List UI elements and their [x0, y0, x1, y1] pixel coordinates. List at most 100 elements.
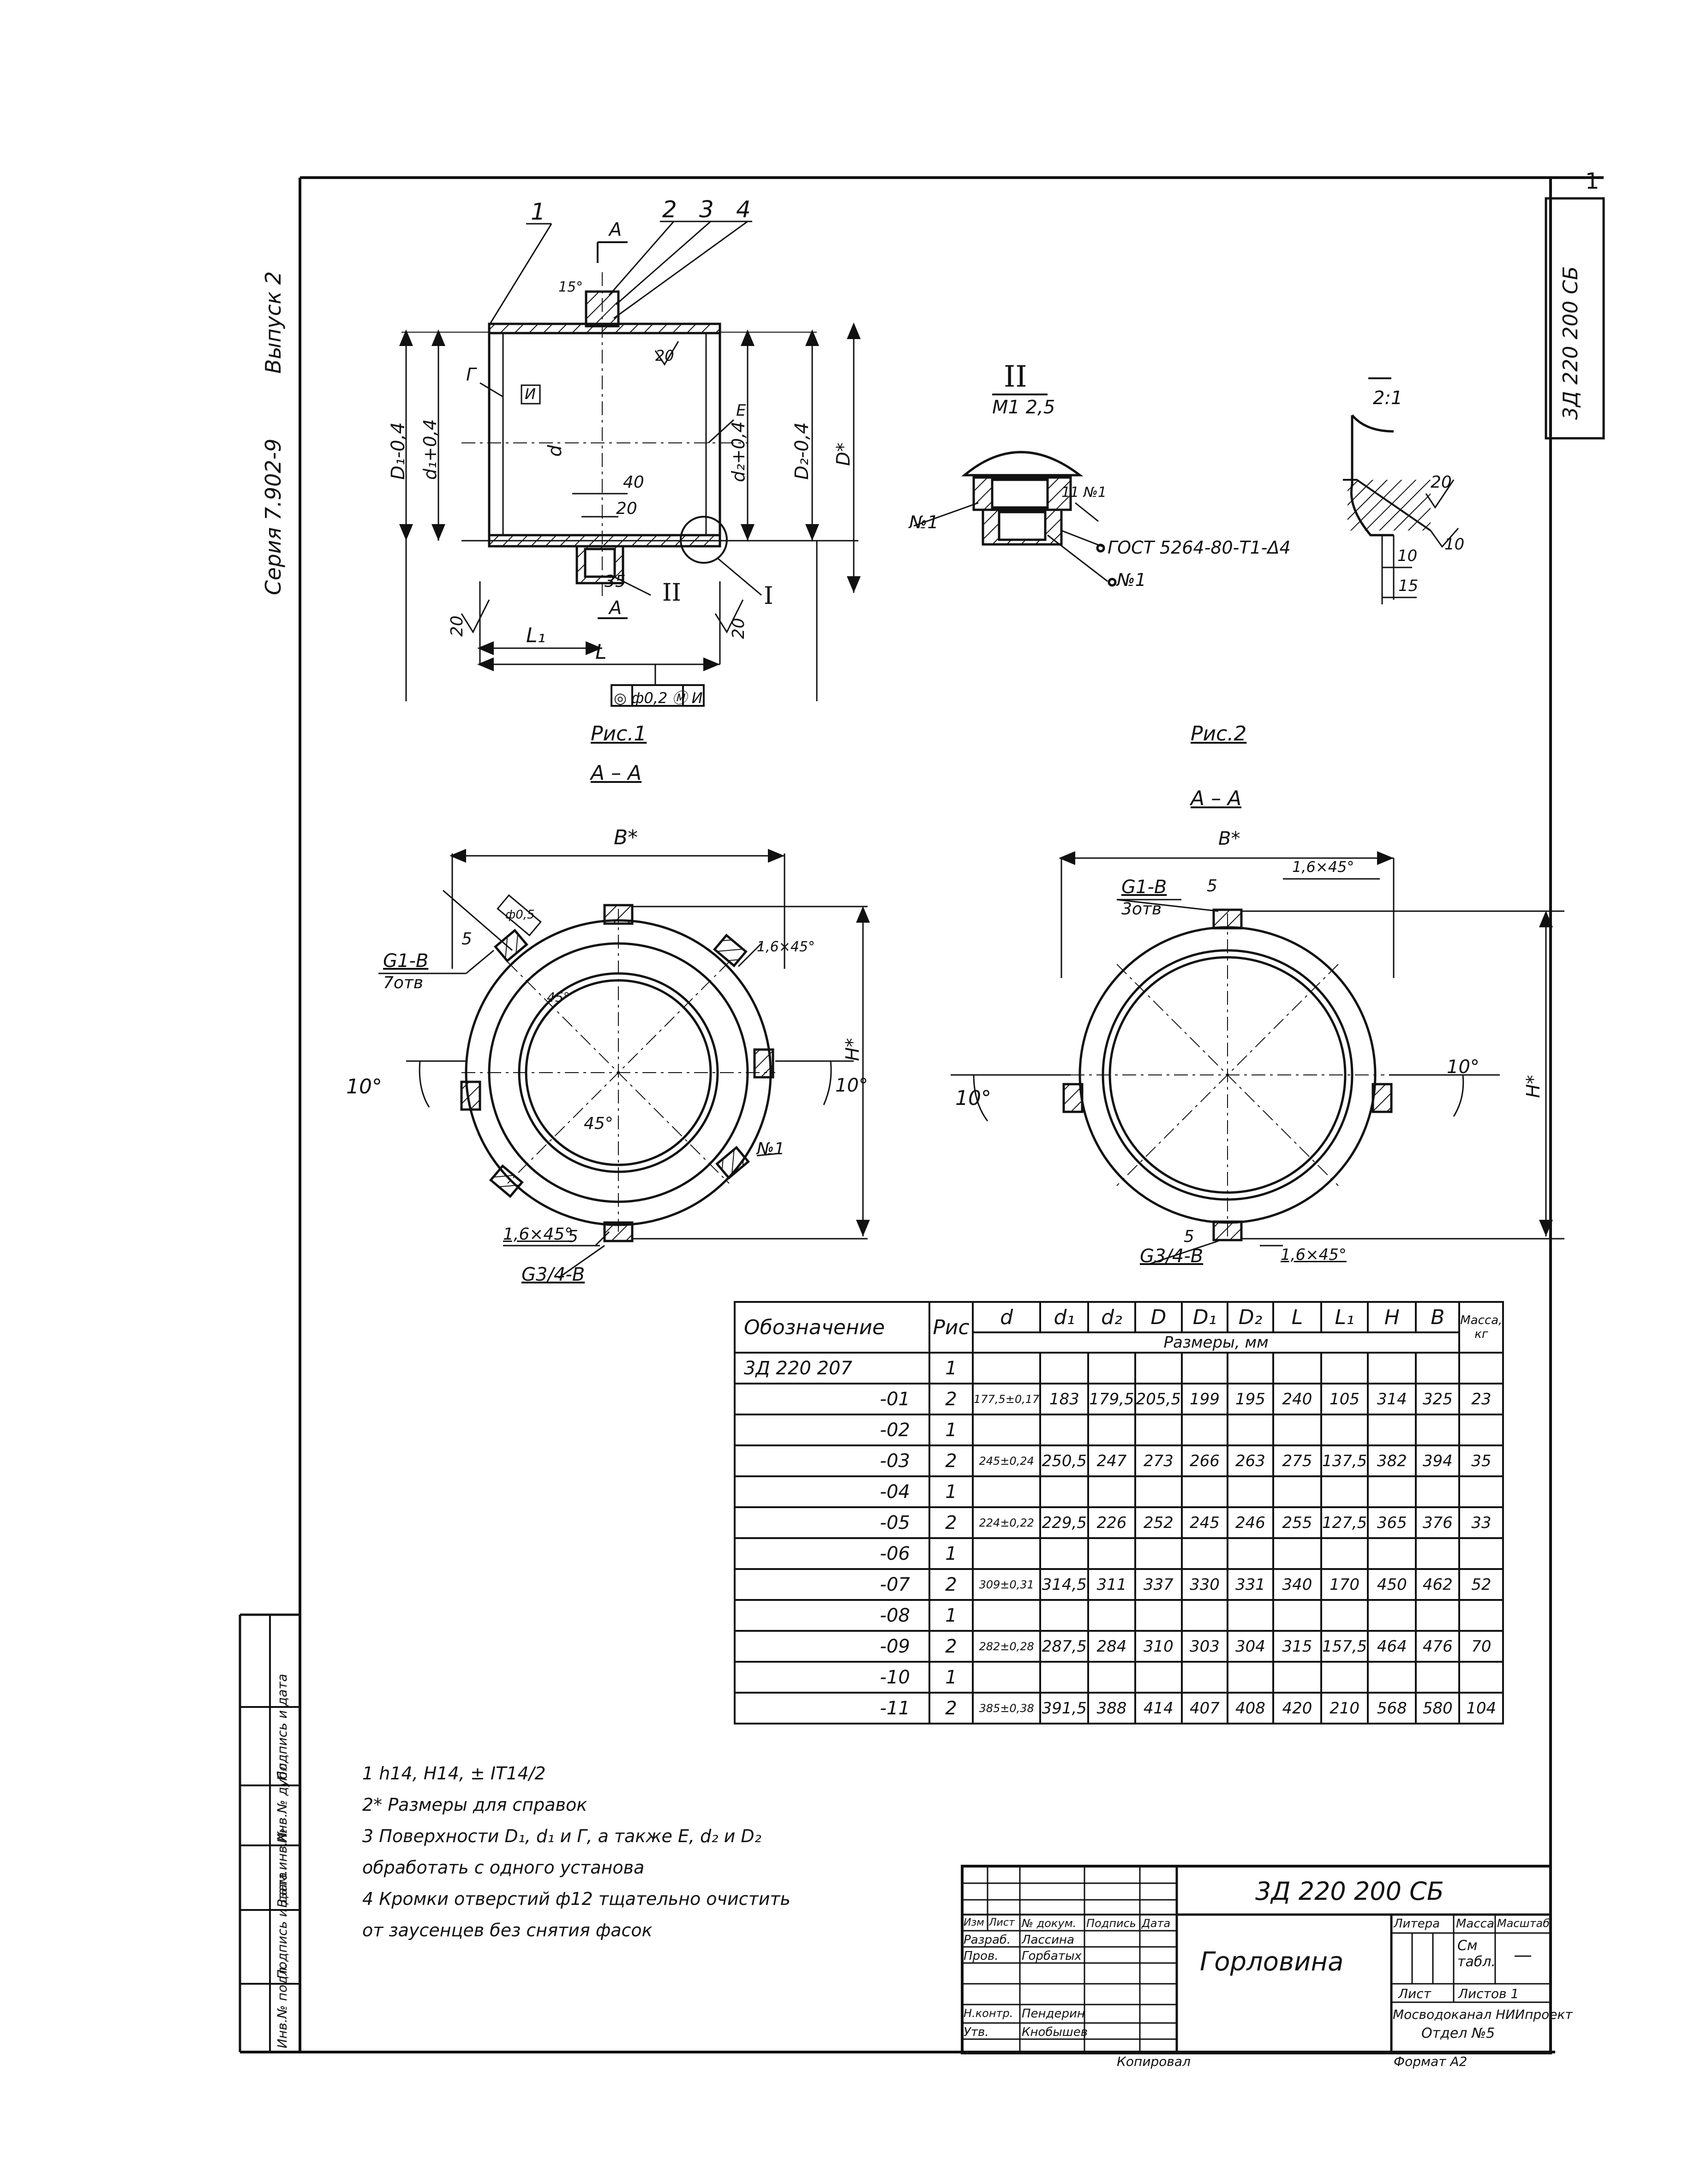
- notes-block: 1 h14, H14, ± IT14/2 2* Размеры для спра…: [362, 1758, 791, 1946]
- section-right-H: Н*: [1523, 1074, 1544, 1098]
- cell-value: [1180, 1352, 1228, 1384]
- cell-value: [1320, 1661, 1369, 1694]
- section-left-angle45b: 45°: [547, 990, 570, 1005]
- cell-figure: 2: [928, 1383, 974, 1415]
- cell-designation: -01: [734, 1383, 930, 1415]
- section-left-chamfer-bottom: 1,6×45°: [503, 1225, 573, 1244]
- tb-razrab-name: Лассина: [1022, 1933, 1074, 1947]
- cell-value: 52: [1458, 1568, 1504, 1601]
- cell-value: 33: [1458, 1506, 1504, 1539]
- cell-figure: 1: [928, 1352, 974, 1384]
- cell-value: [1272, 1599, 1322, 1632]
- cell-value: [1367, 1414, 1417, 1446]
- cell-value: 580: [1415, 1692, 1461, 1725]
- section-left-drawing: [378, 849, 870, 1279]
- cell-value: 229,5: [1039, 1506, 1090, 1539]
- section-left-tol: ф0,5: [505, 908, 535, 922]
- cell-figure: 2: [928, 1568, 974, 1601]
- cell-value: 325: [1415, 1383, 1461, 1415]
- dim-L: L: [595, 640, 607, 664]
- tb-org1: Мосводоканал НИИпроект: [1393, 2007, 1573, 2022]
- tb-sheets: Листов 1: [1458, 1986, 1519, 2001]
- title-name: Горловина: [1200, 1947, 1344, 1977]
- cell-designation: -05: [734, 1506, 930, 1539]
- cell-value: [1458, 1414, 1504, 1446]
- stamp-sign-date-2: Подпись и дата: [275, 1674, 290, 1781]
- col-L1: L₁: [1320, 1301, 1369, 1333]
- section-left-holes: 7отв: [383, 973, 424, 992]
- cell-value: 263: [1226, 1444, 1274, 1477]
- tolerance-frame: ◎ ф0,2 Ⓜ И: [614, 689, 703, 707]
- cell-value: [1134, 1352, 1183, 1384]
- col-d2: d₂: [1087, 1301, 1136, 1333]
- cell-value: 407: [1180, 1692, 1228, 1725]
- cell-designation: -08: [734, 1599, 930, 1632]
- note-1: 1 h14, H14, ± IT14/2: [362, 1763, 546, 1784]
- figure1-front-view: [399, 221, 861, 707]
- cell-value: 284: [1087, 1630, 1136, 1663]
- cell-value: [1272, 1414, 1322, 1446]
- cell-value: 303: [1180, 1630, 1228, 1663]
- cell-value: [1320, 1414, 1369, 1446]
- dim-L1: L₁: [526, 624, 546, 647]
- cell-value: 314: [1367, 1383, 1417, 1415]
- cell-value: [1087, 1414, 1136, 1446]
- issue-label: Выпуск 2: [261, 271, 286, 374]
- tb-utv-role: Утв.: [964, 2025, 989, 2039]
- cell-value: [1367, 1475, 1417, 1508]
- cell-value: [1134, 1599, 1183, 1632]
- detail2-drawing: [913, 394, 1117, 587]
- cell-value: 315: [1272, 1630, 1322, 1663]
- section-left-H: Н*: [842, 1038, 863, 1061]
- cell-value: 450: [1367, 1568, 1417, 1601]
- cell-value: [1415, 1414, 1461, 1446]
- note-4: 4 Кромки отверстий ф12 тщательно очистит…: [362, 1889, 791, 1909]
- cell-figure: 1: [928, 1599, 974, 1632]
- cell-value: 240: [1272, 1383, 1322, 1415]
- cell-value: [1367, 1537, 1417, 1570]
- cell-value: [971, 1537, 1042, 1570]
- dim-40: 40: [623, 473, 644, 492]
- cell-value: 205,5: [1134, 1383, 1183, 1415]
- cell-value: [1272, 1475, 1322, 1508]
- cell-value: 199: [1180, 1383, 1228, 1415]
- cell-designation: -10: [734, 1661, 930, 1694]
- section-right-chamfer-top: 1,6×45°: [1292, 858, 1354, 876]
- corner-mark: 1: [1585, 168, 1599, 194]
- section-mark-bottom: A: [609, 597, 622, 619]
- cell-value: [971, 1352, 1042, 1384]
- table-header-row: Обозначение Рис d d₁ d₂ D D₁ D₂ L L₁ H B…: [734, 1301, 1504, 1354]
- cell-value: 137,5: [1320, 1444, 1369, 1477]
- cell-value: 170: [1320, 1568, 1369, 1601]
- datum-box-h: И: [525, 385, 536, 403]
- cell-value: 311: [1087, 1568, 1136, 1601]
- cell-value: 382: [1367, 1444, 1417, 1477]
- leader-2: 2: [662, 196, 677, 223]
- cell-value: [1226, 1537, 1274, 1570]
- cell-value: 394: [1415, 1444, 1461, 1477]
- cell-value: 391,5: [1039, 1692, 1090, 1725]
- cell-value: [1226, 1352, 1274, 1384]
- dim-d: d: [545, 445, 566, 457]
- detail1-drawing: [1343, 377, 1459, 604]
- tb-copied: Копировал: [1117, 2054, 1191, 2069]
- tb-org2: Отдел №5: [1421, 2025, 1495, 2041]
- cell-value: [1458, 1475, 1504, 1508]
- tb-mass-value: См табл.: [1457, 1938, 1496, 1970]
- cell-figure: 2: [928, 1506, 974, 1539]
- cell-value: 23: [1458, 1383, 1504, 1415]
- cell-designation: -04: [734, 1475, 930, 1508]
- cell-value: [1180, 1599, 1228, 1632]
- cell-value: 157,5: [1320, 1630, 1369, 1663]
- detail2-n1-top: 11 №1: [1061, 484, 1107, 501]
- cell-value: [1087, 1599, 1136, 1632]
- cell-value: [1180, 1661, 1228, 1694]
- section-right-angle10-left: 10°: [955, 1086, 991, 1110]
- section-left-B: В*: [614, 826, 638, 849]
- cell-value: [1180, 1414, 1228, 1446]
